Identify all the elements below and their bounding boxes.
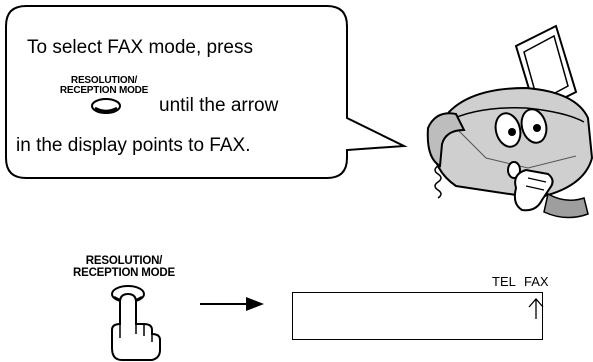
step-button-label-line-2: RECEPTION MODE — [73, 267, 175, 279]
callout-button-label-line-2: RECEPTION MODE — [59, 85, 149, 96]
lcd-display — [292, 292, 543, 340]
callout-button-label: RESOLUTION/ RECEPTION MODE — [41, 76, 167, 96]
callout-line-2: until the arrow — [159, 95, 279, 116]
up-arrow-icon — [528, 298, 544, 319]
callout-button-label-line-1: RESOLUTION/ — [70, 75, 138, 86]
display-label-tel: TEL — [492, 274, 516, 289]
display-label-fax: FAX — [524, 274, 549, 289]
fax-machine-mascot-icon — [426, 24, 593, 219]
callout-line-1: To select FAX mode, press — [27, 37, 253, 58]
pressing-hand-icon — [111, 285, 161, 361]
resolution-reception-mode-button-icon — [91, 98, 121, 114]
callout-line-3: in the display points to FAX. — [16, 135, 251, 156]
right-arrow-icon — [200, 297, 264, 311]
step-button-label-line-1: RESOLUTION/ — [85, 255, 163, 267]
step-button-label: RESOLUTION/ RECEPTION MODE — [56, 255, 192, 279]
